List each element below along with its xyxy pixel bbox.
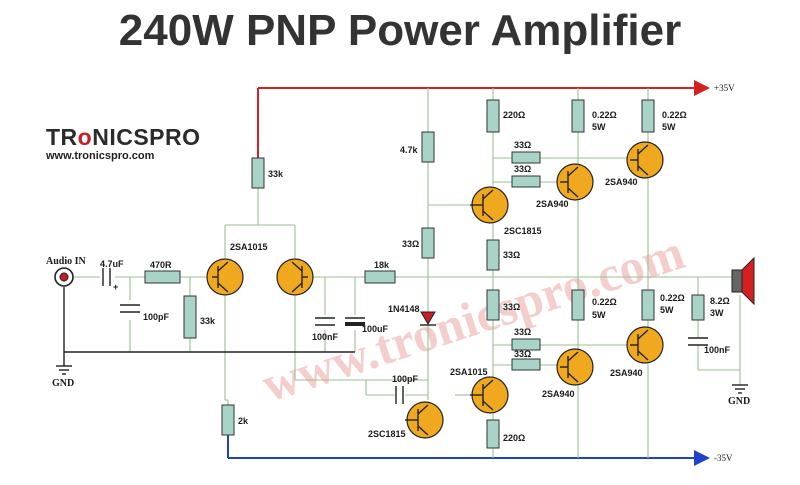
transistor-vas	[405, 401, 444, 439]
transistor-out-top-b	[626, 141, 664, 179]
c-zobel-label: 100nF	[704, 345, 731, 355]
ground-bus	[56, 287, 748, 394]
transistor-out-top-a	[556, 163, 594, 201]
resistor-220-top	[486, 99, 500, 133]
speaker-icon	[731, 256, 755, 306]
resistors	[144, 99, 705, 449]
transistor-out-bot-a	[556, 348, 594, 386]
brand-name-accent: o	[77, 124, 93, 150]
brand-name-prefix: TR	[46, 124, 78, 150]
r-5w-top-a-label: 5W	[592, 122, 606, 132]
audio-in-label: Audio IN	[46, 256, 87, 267]
r-022-top-a-label: 0.22Ω	[592, 110, 617, 120]
transistor-driver-top	[470, 186, 509, 224]
r-33k-bias-label: 33k	[200, 316, 216, 326]
resistor-33-lower-a	[511, 338, 541, 351]
resistor-33-driver-a	[511, 151, 541, 164]
brand-url: www.tronicspro.com	[46, 150, 155, 162]
r-zobel-w-label: 3W	[710, 308, 724, 318]
r-022-top-b-label: 0.22Ω	[662, 110, 687, 120]
transistor-input-b	[276, 258, 314, 296]
r-in-label: 470R	[150, 260, 172, 270]
negative-rail-label: -35V	[714, 453, 733, 463]
q-input-label: 2SA1015	[230, 242, 268, 252]
r-zobel-label: 8.2Ω	[710, 296, 730, 306]
resistor-33-mid	[421, 227, 435, 259]
r-33-bias-top-label: 33Ω	[503, 250, 520, 260]
positive-rail	[257, 80, 710, 158]
r-022-bot-b-label: 0.22Ω	[660, 293, 685, 303]
positive-rail-label: +35V	[714, 83, 735, 93]
r-5w-bot-a-label: 5W	[592, 310, 606, 320]
transistor-driver-bot	[470, 376, 509, 414]
q-out-bot-a-label: 2SA940	[542, 389, 575, 399]
c-100uf-label: 100uF	[362, 324, 389, 334]
audio-input-jack	[54, 267, 74, 287]
resistor-zobel	[691, 294, 705, 321]
svg-text:+: +	[113, 282, 118, 292]
capacitor-zobel	[688, 337, 708, 346]
r-022-bot-a-label: 0.22Ω	[592, 297, 617, 307]
page-title: 240W PNP Power Amplifier	[118, 6, 682, 55]
brand-name-rest: NICSPRO	[92, 124, 201, 150]
capacitor-4u7: +	[102, 268, 118, 292]
resistor-022-top-a	[571, 99, 585, 133]
capacitor-100pf-input	[120, 304, 140, 313]
r-33k-top-label: 33k	[268, 169, 284, 179]
q-out-top-a-label: 2SA940	[536, 199, 569, 209]
resistor-022-bot-b	[641, 289, 655, 321]
capacitor-100uf	[345, 317, 365, 326]
q-driver-top-label: 2SC1815	[504, 226, 542, 236]
gnd-right-label: GND	[728, 396, 750, 407]
r-220-top-label: 220Ω	[503, 110, 525, 120]
brand-logo: TRoNICSPRO	[46, 124, 201, 151]
resistor-33-bias-bot	[486, 289, 500, 321]
r-4k7-label: 4.7k	[400, 145, 419, 155]
q-out-bot-b-label: 2SA940	[610, 368, 643, 378]
q-driver-bot-label: 2SA1015	[450, 367, 488, 377]
r-33-bias-bot-label: 33Ω	[503, 302, 520, 312]
r-18k-label: 18k	[374, 260, 390, 270]
c-in-label: 4.7uF	[100, 259, 124, 269]
r-33-driver-b-label: 33Ω	[514, 164, 531, 174]
resistor-33-lower-b	[511, 358, 541, 371]
resistor-470r	[144, 270, 181, 284]
r-5w-top-b-label: 5W	[662, 122, 676, 132]
gnd-left-label: GND	[52, 378, 74, 389]
resistor-33k-top	[251, 157, 265, 189]
capacitor-100nf	[315, 317, 335, 326]
diode-label: 1N4148	[388, 304, 420, 314]
resistor-18k	[364, 270, 396, 284]
r-2k-label: 2k	[238, 416, 249, 426]
resistor-33-driver-b	[511, 175, 541, 188]
c-100pf-vas-label: 100pF	[392, 374, 419, 384]
resistor-022-top-b	[641, 99, 655, 133]
capacitor-100pf-vas	[395, 386, 404, 404]
resistor-33-bias-top	[486, 239, 500, 271]
resistor-2k	[221, 404, 235, 436]
diode-1n4148	[420, 311, 436, 326]
q-out-top-b-label: 2SA940	[605, 177, 638, 187]
r-33-driver-a-label: 33Ω	[514, 140, 531, 150]
transistor-out-bot-b	[626, 326, 664, 364]
r-33-mid-label: 33Ω	[402, 239, 419, 249]
r-5w-bot-b-label: 5W	[660, 305, 674, 315]
c-100nf-label: 100nF	[312, 332, 339, 342]
resistor-4k7	[421, 131, 435, 163]
r-220-bot-label: 220Ω	[503, 433, 525, 443]
q-vas-label: 2SC1815	[368, 429, 406, 439]
resistor-33k-bias	[183, 295, 197, 339]
component-labels: Audio IN GND GND 4.7uF 470R 100pF 33k 33…	[46, 110, 750, 443]
negative-rail	[227, 432, 710, 466]
c-100pf-in-label: 100pF	[143, 312, 170, 322]
r-33-lower-a-label: 33Ω	[514, 327, 531, 337]
transistor-input-a	[206, 258, 244, 296]
resistor-220-bot	[486, 419, 500, 449]
resistor-022-bot-a	[571, 289, 585, 321]
r-33-lower-b-label: 33Ω	[514, 349, 531, 359]
